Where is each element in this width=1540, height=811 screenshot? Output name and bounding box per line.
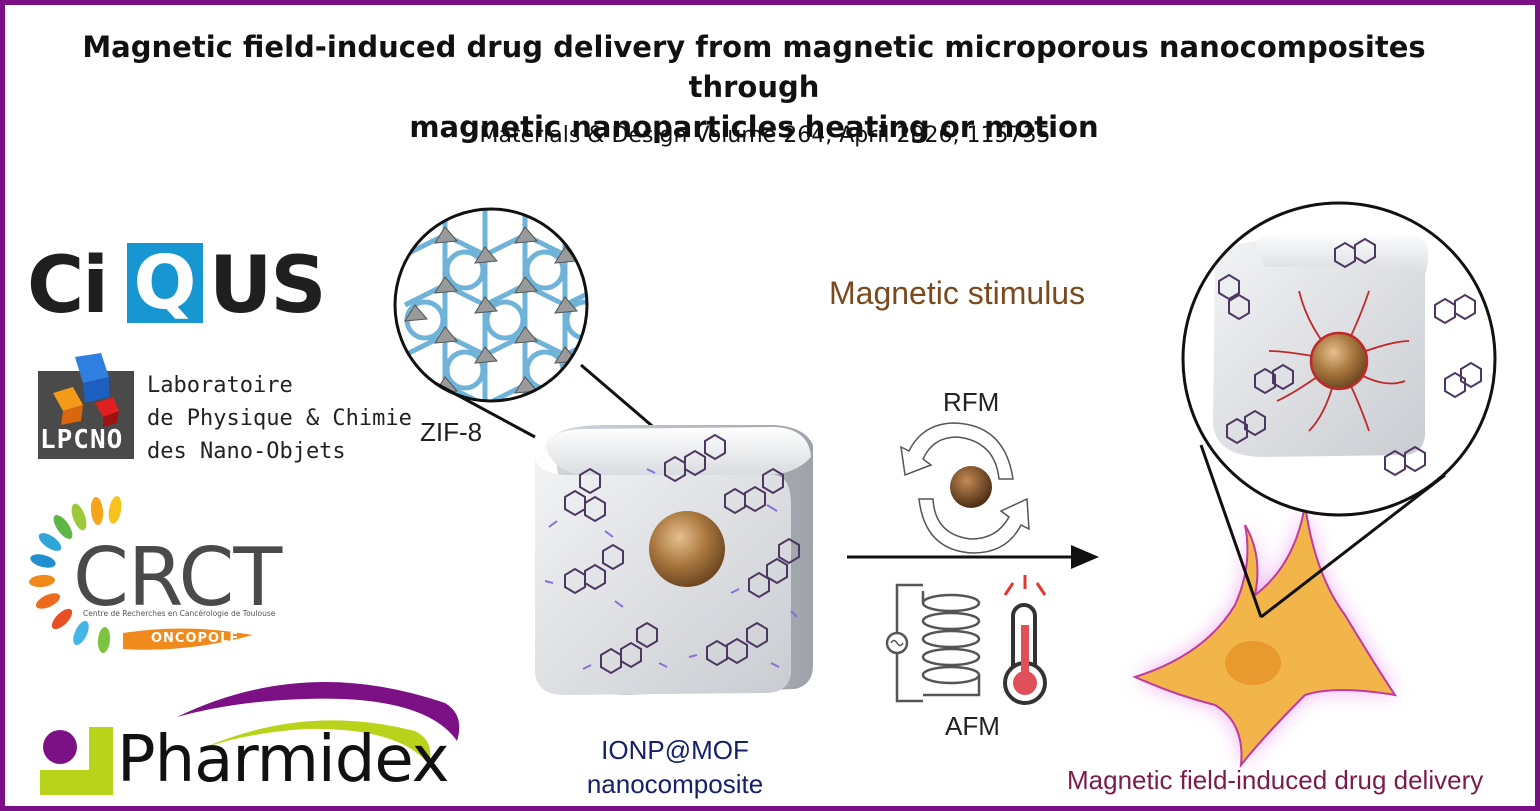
pharmidex-logo-text: Pharmidex — [117, 723, 449, 797]
oncopole-label: ONCOPOLE — [151, 631, 240, 646]
ciqus-logo-prefix: Ci — [27, 241, 109, 331]
nanocomposite-label-line1: IONP@MOF — [601, 735, 749, 765]
target-cell — [1132, 504, 1398, 769]
paper-title-line2: magnetic nanoparticles heating or motion — [409, 110, 1099, 144]
nanocomposite-label-line2: nanocomposite — [586, 769, 764, 799]
afm-coil-icon — [885, 583, 981, 703]
nanocomposite-label: IONP@MOF nanocomposite — [545, 733, 805, 801]
crct-logo-abbr: CRCT — [73, 531, 282, 624]
rfm-rotating-field-icon — [900, 422, 1030, 554]
lpcno-line3: des Nano-Objets — [147, 439, 346, 464]
iron-oxide-nanoparticle — [649, 511, 725, 587]
ionp-mof-cube — [535, 425, 813, 695]
drug-release-zoom-circle — [1181, 201, 1497, 619]
illustration-canvas — [29, 201, 1497, 795]
thermometer-icon — [1003, 575, 1047, 705]
paper-title: Magnetic field-induced drug delivery fro… — [15, 27, 1493, 147]
paper-title-line1: Magnetic field-induced drug delivery fro… — [82, 30, 1426, 104]
ciqus-logo-q: Q — [127, 243, 203, 323]
rfm-label: RFM — [943, 387, 1000, 417]
pharmidex-logo-mark — [40, 682, 460, 795]
journal-citation: Materials & Design Volume 264, April 202… — [479, 123, 1051, 148]
magnetic-stimulus-label: Magnetic stimulus — [829, 275, 1086, 311]
lpcno-logo-text: Laboratoire de Physique & Chimie des Nan… — [147, 369, 412, 468]
crct-logo-arc — [29, 496, 253, 653]
crct-logo-fullname: Centre de Recherches en Cancérologie de … — [83, 609, 276, 618]
lpcno-line2: de Physique & Chimie — [147, 406, 412, 431]
zif8-label: ZIF-8 — [420, 417, 483, 447]
lpcno-logo-icon — [38, 353, 134, 459]
lpcno-line1: Laboratoire — [147, 373, 293, 398]
zif8-structure-circle — [393, 207, 666, 439]
ciqus-logo-suffix: US — [209, 241, 327, 331]
afm-label: AFM — [945, 711, 1000, 741]
drug-delivery-label: Magnetic field-induced drug delivery — [1067, 765, 1484, 795]
lpcno-logo-abbr: LPCNO — [40, 425, 124, 455]
process-arrow — [847, 545, 1099, 569]
